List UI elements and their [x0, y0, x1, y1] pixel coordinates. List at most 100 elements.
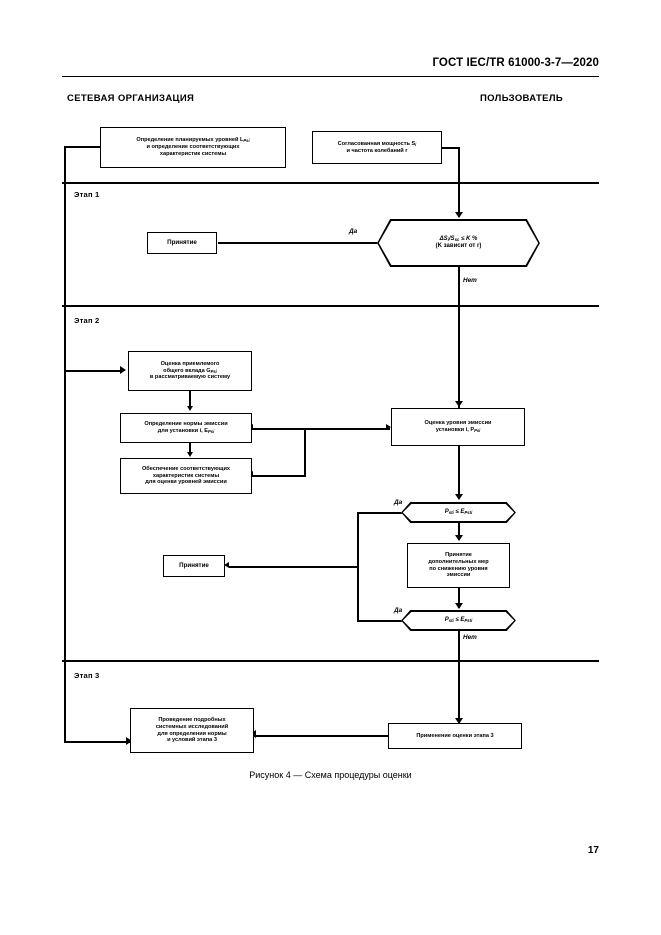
flowchart: Этап 1 Этап 2 Этап 3 Определение планиру… — [62, 127, 599, 753]
node-detailed-studies: Проведение подробных системных исследова… — [130, 708, 254, 753]
figure-caption: Рисунок 4 — Схема процедуры оценки — [249, 770, 412, 780]
accept-stage-1-label: Принятие — [167, 239, 197, 247]
decision1-note: (K зависит от r) — [435, 243, 482, 249]
emission-assessment-sub: Psi — [474, 428, 481, 434]
node-accept-stage-2: Принятие — [163, 555, 225, 577]
detailed-studies-line3: для определения нормы — [157, 730, 227, 737]
decision1-k: ≤ K % — [459, 235, 478, 242]
standard-header: ГОСТ IEC/TR 61000-3-7—2020 — [432, 57, 599, 69]
decision-emission-limit-check-1: Psti ≤ EPsti — [401, 502, 516, 523]
connector-bus-vertical — [304, 428, 306, 476]
emission-assessment-line2: установки i, P — [435, 427, 475, 433]
connector-apply-to-studies — [256, 735, 389, 738]
connector-mitigation-to-decision-2 — [458, 588, 461, 608]
decision-emission-limit-check-2: Psti ≤ EPsti — [401, 610, 516, 631]
connector-spine-to-studies — [64, 741, 132, 743]
stage-1-label: Этап 1 — [72, 190, 102, 199]
node-accept-stage-1: Принятие — [147, 232, 217, 254]
emission-limit-line2: для установки i, E — [157, 428, 209, 434]
node-agreed-power: Согласованная мощность Si и частота коле… — [312, 131, 442, 164]
stage-2-divider — [62, 305, 599, 307]
agreed-power-line2: и частота колебаний r — [346, 147, 408, 154]
connector-yes-emission-1-to-accept — [229, 566, 358, 568]
connector-agreed-power-out — [441, 147, 460, 150]
planned-levels-sub: Psi — [243, 138, 250, 144]
arrowhead-to-apply-stage-3 — [455, 718, 463, 724]
node-system-characteristics: Обеспечение соответствующих характеристи… — [120, 458, 252, 494]
agreed-power-sub: i — [415, 141, 417, 147]
node-apply-stage-3: Применение оценки этапа 3 — [388, 723, 522, 749]
connector-no-emission-2 — [458, 631, 461, 724]
connector-yes-emission-2 — [357, 620, 403, 622]
page-number: 17 — [587, 845, 599, 856]
emission-assessment-line1: Оценка уровня эмиссии — [424, 420, 492, 427]
node-emission-assessment: Оценка уровня эмиссии установки i, PPsi — [391, 408, 525, 446]
mitigation-line1: Принятие — [445, 551, 472, 558]
agreed-power-line1: Согласованная мощность S — [337, 140, 416, 147]
node-planned-levels: Определение планируемых уровней LPsi и о… — [100, 127, 286, 168]
emission-limit-sub: Psi — [208, 429, 215, 435]
connector-yes-emission-2-up — [357, 566, 359, 621]
connector-limit-to-characteristics — [189, 443, 191, 453]
detailed-studies-line2: системных исследований — [155, 723, 229, 730]
arrowhead-to-decision-emission-1 — [455, 494, 463, 500]
arrowhead-to-mitigation — [455, 535, 463, 541]
decision-e2-sub-sti: sti — [448, 617, 454, 623]
connector-characteristics-to-bus — [252, 475, 306, 477]
branch-label-no-stage-1: Нет — [462, 277, 478, 284]
decision-stage-1-short-circuit-ratio: ΔSi/Ssc ≤ K % (K зависит от r) — [377, 219, 540, 267]
decision-e2-sub-psti: Psti — [464, 617, 473, 623]
node-mitigation-measures: Принятие дополнительных мер по снижению … — [407, 543, 510, 588]
detailed-studies-line1: Проведение подробных — [158, 716, 226, 723]
apply-stage-3-label: Применение оценки этапа 3 — [416, 732, 494, 739]
arrowhead-to-emission-limit — [187, 406, 193, 411]
decision1-ssc: /S — [448, 235, 455, 242]
planned-levels-line3: характеристик системы — [159, 150, 227, 157]
branch-label-yes-emission-1: Да — [393, 499, 404, 506]
decision1-sub-sc: sc — [454, 236, 460, 242]
connector-limit-to-bus — [252, 428, 306, 430]
decision-e1-p: P — [444, 508, 449, 515]
arrowhead-to-system-characteristics — [187, 452, 193, 457]
stage-3-divider — [62, 660, 599, 662]
connector-yes-emission-1-down — [357, 512, 359, 567]
arrowhead-to-accept-stage-2 — [224, 562, 229, 568]
mitigation-line4: эмиссии — [446, 572, 471, 579]
connector-yes-emission-1 — [357, 512, 403, 514]
connector-assessment-to-decision — [458, 446, 461, 499]
node-emission-limit: Определение нормы эмиссии для установки … — [120, 413, 252, 443]
decision-e1-sub-sti: sti — [448, 509, 454, 515]
planned-levels-line1: Определение планируемых уровней L — [136, 137, 244, 144]
branch-label-no-emission-2: Нет — [462, 634, 478, 641]
global-contribution-line3: в рассматриваемую систему — [149, 374, 231, 381]
global-contribution-line1: Оценка приемлемого — [160, 360, 220, 367]
stage-1-divider — [62, 182, 599, 184]
arrowhead-spine-to-studies — [126, 737, 132, 745]
global-contribution-line2: общего вклада G — [163, 367, 211, 374]
connector-global-to-limit — [189, 391, 191, 407]
decision1-sub-i: i — [447, 236, 449, 242]
global-contribution-sub: Psi — [210, 368, 217, 374]
emission-limit-line1: Определение нормы эмиссии — [144, 421, 228, 428]
column-title-user: ПОЛЬЗОВАТЕЛЬ — [480, 93, 564, 104]
arrowhead-to-decision-emission-2 — [455, 603, 463, 609]
planned-levels-line2: и определение соответствующих — [146, 144, 240, 151]
stage-3-label: Этап 3 — [72, 671, 102, 680]
header-divider — [62, 76, 599, 77]
connector-no-emission-1 — [458, 523, 461, 540]
accept-stage-2-label: Принятие — [179, 562, 209, 570]
connector-bus-to-assessment — [304, 428, 390, 430]
connector-spine-top — [64, 146, 101, 148]
column-title-network-operator: СЕТЕВАЯ ОРГАНИЗАЦИЯ — [67, 93, 195, 104]
mitigation-line2: дополнительных мер — [428, 558, 489, 565]
arrowhead-to-global-contribution — [120, 366, 126, 374]
connector-spine-to-global — [64, 370, 122, 372]
system-characteristics-line2: характеристик системы — [152, 472, 220, 479]
connector-left-spine — [64, 146, 66, 742]
arrowhead-to-assessment-left — [386, 424, 391, 430]
decision-e2-p: P — [444, 616, 449, 623]
branch-label-yes-stage-1: Да — [348, 228, 359, 235]
system-characteristics-line3: для оценки уровней эмиссии — [145, 479, 227, 486]
connector-user-spine-1 — [458, 147, 461, 217]
